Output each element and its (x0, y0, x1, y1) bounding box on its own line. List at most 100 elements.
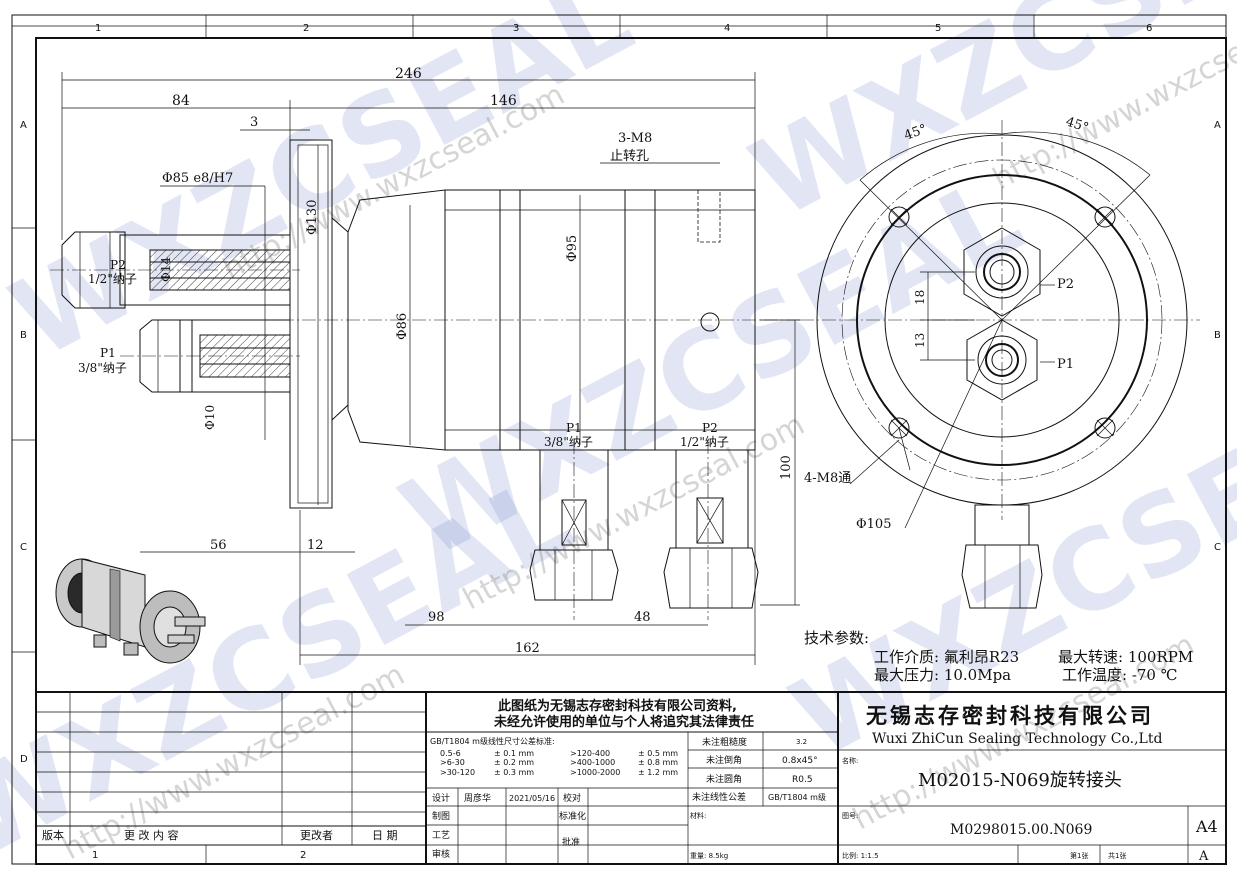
dim-bore-10: Φ10 (203, 405, 217, 430)
zone-labels: 1 2 3 4 5 6 A B C D A B C 1 2 (20, 23, 1221, 861)
drawing-frame (11, 14, 1227, 865)
zone-4: 4 (724, 23, 730, 34)
dim-48: 48 (634, 610, 651, 625)
dim-12: 12 (307, 538, 324, 553)
lin-tol-value: GB/T1804 m级 (768, 792, 826, 802)
approve-label: 批准 (562, 836, 580, 848)
zone-b: B (20, 330, 27, 341)
port-p1-size-bottom: 3/8"纳子 (544, 435, 593, 449)
port-p2-name-end: P2 (1057, 277, 1074, 292)
rev-header-date: 日 期 (372, 829, 398, 842)
fillet-value: R0.5 (792, 775, 813, 785)
name-label: 名称: (842, 756, 858, 765)
design-date: 2021/05/16 (509, 794, 555, 803)
tol-r2-val2: ± 0.8 mm (638, 758, 678, 767)
dim-shaft-fit: Φ85 e8/H7 (162, 171, 233, 186)
zone-1: 1 (95, 23, 101, 34)
port-p1-name-left: P1 (100, 346, 116, 360)
tech-pressure: 最大压力: 10.0Mpa (874, 666, 1011, 684)
port-p2-name-bottom: P2 (702, 421, 718, 435)
sheets-total: 共1张 (1108, 851, 1126, 860)
tol-r3-range1: >30-120 (440, 768, 475, 777)
zone-5: 5 (935, 23, 941, 34)
draft-label: 制图 (432, 810, 450, 822)
dim-body-86: Φ86 (395, 313, 410, 340)
dim-18: 18 (913, 290, 927, 305)
watermark-brand-1: WXZCSEAL (0, 0, 651, 383)
tol-r2-range2: >400-1000 (570, 758, 615, 767)
fillet-label: 未注圆角 (706, 773, 742, 785)
dim-side-holes: 4-M8通 (804, 471, 851, 486)
revision-letter: A (1198, 849, 1209, 864)
design-label: 设计 (432, 792, 450, 804)
tol-r1-range2: >120-400 (570, 749, 610, 758)
tolerance-table: 0.5-6 ± 0.1 mm >120-400 ± 0.5 mm >6-30 ±… (440, 749, 678, 777)
dim-56: 56 (210, 538, 227, 553)
port-p2-name-left: P2 (110, 258, 126, 272)
dim-angle-right: 45° (1064, 115, 1091, 136)
bolt-holes (888, 206, 1116, 439)
tol-r1-range1: 0.5-6 (440, 749, 461, 758)
dim-162: 162 (515, 641, 540, 656)
company-name-cn: 无锡志存密封科技有限公司 (866, 703, 1154, 728)
drawing-no-label: 图号: (842, 812, 858, 820)
tol-r1-val2: ± 0.5 mm (638, 749, 678, 758)
end-view (800, 120, 1200, 609)
dimension-lines (61, 72, 800, 665)
zone-c-right: C (1214, 542, 1221, 553)
drawing-number: M0298015.00.N069 (950, 822, 1092, 838)
tol-r3-val2: ± 1.2 mm (638, 768, 678, 777)
zone-2: 2 (303, 23, 309, 34)
zone-d: D (20, 754, 28, 765)
zone-3: 3 (513, 23, 519, 34)
port-p2-size-bottom: 1/2"纳子 (680, 435, 729, 449)
port-p1-size-left: 3/8"纳子 (78, 361, 127, 375)
dim-bore-14: Φ14 (159, 257, 173, 282)
zone-bottom-1: 1 (92, 850, 98, 861)
company-name-en: Wuxi ZhiCun Sealing Technology Co.,Ltd (872, 731, 1162, 747)
check-label: 校对 (563, 792, 581, 804)
dim-13: 13 (913, 333, 927, 348)
part-name: M02015-N069旋转接头 (918, 770, 1122, 791)
tech-temperature: 工作温度: -70 ℃ (1062, 666, 1178, 684)
rev-header-version: 版本 (42, 828, 64, 842)
tech-heading: 技术参数: (804, 629, 869, 647)
end-view-texts: 45° 45° 18 13 P2 P1 4-M8通 Φ105 (804, 115, 1090, 532)
review-label: 审核 (432, 848, 450, 860)
designer-name: 周彦华 (464, 792, 491, 804)
zone-6: 6 (1146, 23, 1152, 34)
zone-a: A (20, 120, 27, 131)
dim-overall: 246 (395, 66, 422, 82)
dim-stop-hole: 3-M8 (618, 131, 652, 146)
dim-body-95: Φ95 (565, 235, 580, 262)
dim-flange-dia: Φ130 (305, 200, 320, 235)
tol-r1-val1: ± 0.1 mm (494, 749, 534, 758)
zone-bottom-2: 2 (300, 850, 306, 861)
title-block: 版本 更 改 内 容 更改者 日 期 此图纸为无锡志存密封科技有限公司资料, 未… (36, 691, 1226, 864)
dim-pcd-105: Φ105 (856, 517, 891, 532)
notice-line-1: 此图纸为无锡志存密封科技有限公司资料, (498, 698, 737, 714)
tol-r3-val1: ± 0.3 mm (494, 768, 534, 777)
tol-r2-val1: ± 0.2 mm (494, 758, 534, 767)
port-p2-size-left: 1/2"纳子 (88, 272, 137, 286)
dimension-texts: 246 84 146 3 3-M8 止转孔 Φ85 e8/H7 Φ130 Φ14… (78, 66, 794, 656)
process-label: 工艺 (432, 830, 450, 841)
tech-medium: 工作介质: 氟利昂R23 (874, 648, 1019, 666)
dim-stop-hole-desc: 止转孔 (610, 149, 649, 164)
material-label: 材料: (690, 811, 706, 820)
dim-angle-left: 45° (902, 122, 929, 144)
sheet-number: 第1张 (1070, 851, 1088, 860)
isometric-view (55, 558, 206, 664)
notice-line-2: 未经允许使用的单位与个人将追究其法律责任 (493, 714, 754, 730)
rev-header-content: 更 改 内 容 (124, 828, 179, 842)
front-section-view (50, 139, 800, 620)
port-p1-name-bottom: P1 (566, 421, 582, 435)
scale-label: 比例: 1:1.5 (842, 851, 879, 860)
port-p1-name-end: P1 (1057, 357, 1074, 372)
zone-c: C (20, 542, 27, 553)
tol-r2-range1: >6-30 (440, 758, 465, 767)
chamfer-label: 未注倒角 (706, 754, 742, 766)
dim-100: 100 (779, 455, 794, 480)
watermark-brand-4: WXZCSEAL (0, 452, 591, 873)
